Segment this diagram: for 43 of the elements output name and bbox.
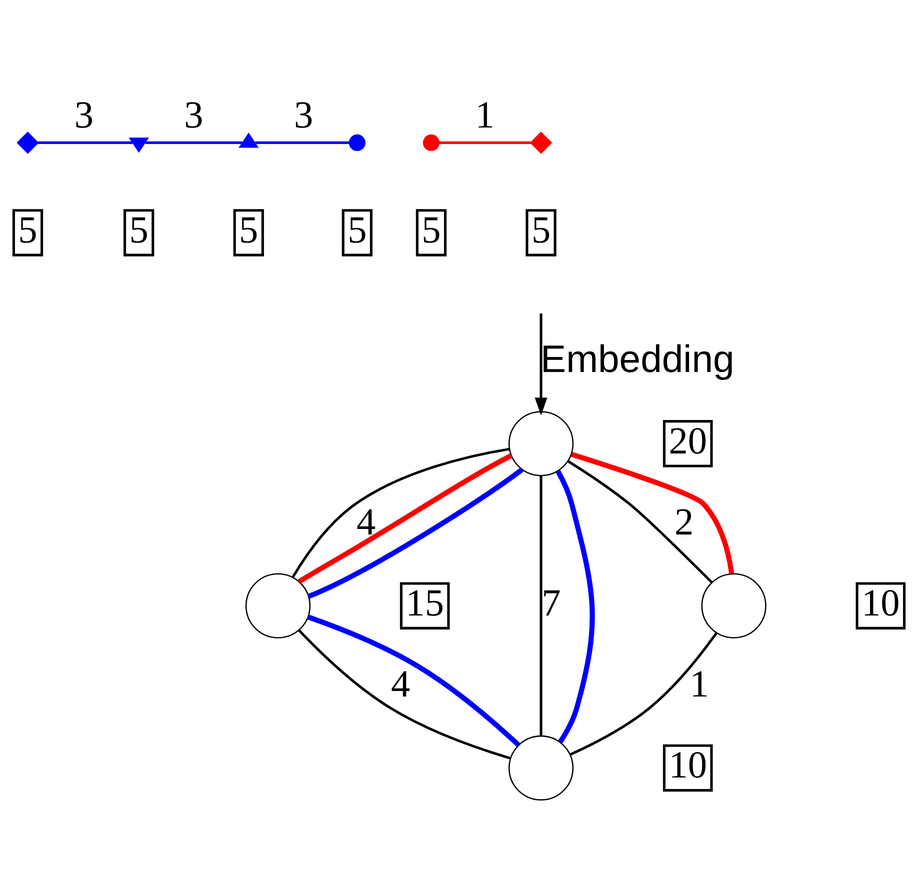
edge-label: 4 xyxy=(391,663,410,706)
node-label: 5 xyxy=(531,209,551,252)
edge-label: Embedding xyxy=(540,338,734,382)
edge-label: 2 xyxy=(674,501,694,544)
node-label: 10 xyxy=(862,582,900,624)
node-circle xyxy=(508,411,574,476)
edge-label: 3 xyxy=(184,94,204,136)
edge-label: 1 xyxy=(690,663,709,706)
node-diamond xyxy=(16,132,39,154)
node-label: 5 xyxy=(348,209,367,252)
node-diamond xyxy=(530,132,552,154)
node-label: 20 xyxy=(668,420,708,462)
edge-label: 1 xyxy=(475,94,494,136)
node-label: 5 xyxy=(422,209,441,252)
node-label: 5 xyxy=(239,209,258,252)
node-circle xyxy=(701,573,766,638)
edge-label: 3 xyxy=(294,94,314,136)
node-circle xyxy=(348,134,366,151)
node-label: 15 xyxy=(406,582,444,624)
connector xyxy=(255,141,350,144)
node-label: 5 xyxy=(129,209,148,252)
connector xyxy=(570,452,734,574)
node-circle xyxy=(508,735,574,801)
arrow xyxy=(534,314,548,416)
edge-label: 4 xyxy=(356,501,376,544)
connector xyxy=(307,614,520,747)
connector xyxy=(298,629,510,760)
edge-label: 7 xyxy=(542,582,561,624)
node-circle xyxy=(422,134,440,151)
connector xyxy=(556,470,595,744)
connector xyxy=(439,141,531,144)
node-circle xyxy=(245,573,311,638)
connector xyxy=(540,476,542,736)
connector xyxy=(308,468,524,599)
connector xyxy=(38,141,132,144)
node-triangle xyxy=(128,138,149,153)
connector xyxy=(570,632,718,756)
node-triangle xyxy=(238,132,259,148)
node-label: 10 xyxy=(668,744,708,787)
connector xyxy=(567,460,712,584)
edge-label: 3 xyxy=(74,94,94,136)
node-label: 5 xyxy=(18,209,38,252)
connector xyxy=(145,141,242,144)
